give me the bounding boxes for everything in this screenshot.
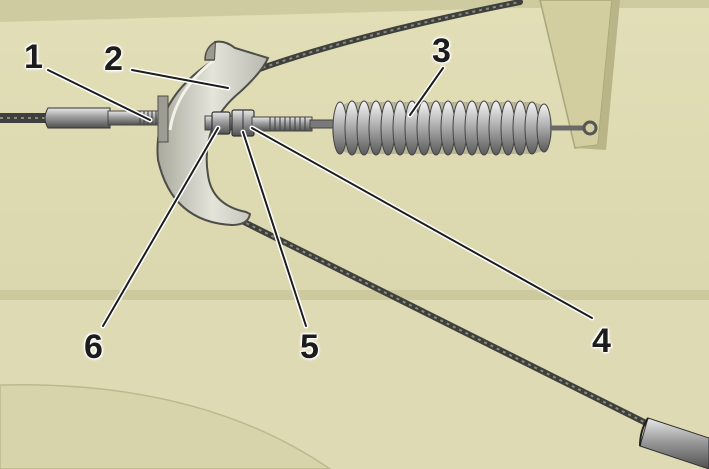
callout-5: 5	[300, 328, 319, 366]
thread-marks-right	[269, 117, 306, 131]
return-spring	[332, 100, 552, 156]
callout-2: 2	[104, 40, 123, 78]
threaded-rod-right	[251, 116, 313, 132]
guide-flange	[157, 95, 169, 143]
spring-eye	[582, 120, 598, 136]
leader-line-6	[102, 127, 219, 327]
callout-6: 6	[84, 328, 103, 366]
lower-curve-panel	[0, 383, 332, 469]
callout-3: 3	[432, 32, 451, 70]
leader-line-3	[409, 67, 444, 116]
bracket-plate-edge	[575, 0, 620, 150]
lower-cable-sheath	[639, 417, 709, 469]
front-cable-sheath	[44, 107, 111, 129]
callout-1: 1	[24, 38, 43, 76]
cable-guide	[156, 40, 270, 227]
lower-cable-strands	[239, 219, 661, 431]
leader-lines	[47, 67, 593, 327]
callout-4: 4	[592, 322, 611, 360]
panel-seam	[0, 290, 709, 300]
leader-line-5	[242, 131, 307, 327]
leader-line-4	[251, 127, 593, 319]
leader-line-1	[47, 69, 151, 121]
upper-edge-shadow	[0, 0, 709, 22]
leader-line-2	[131, 69, 229, 89]
